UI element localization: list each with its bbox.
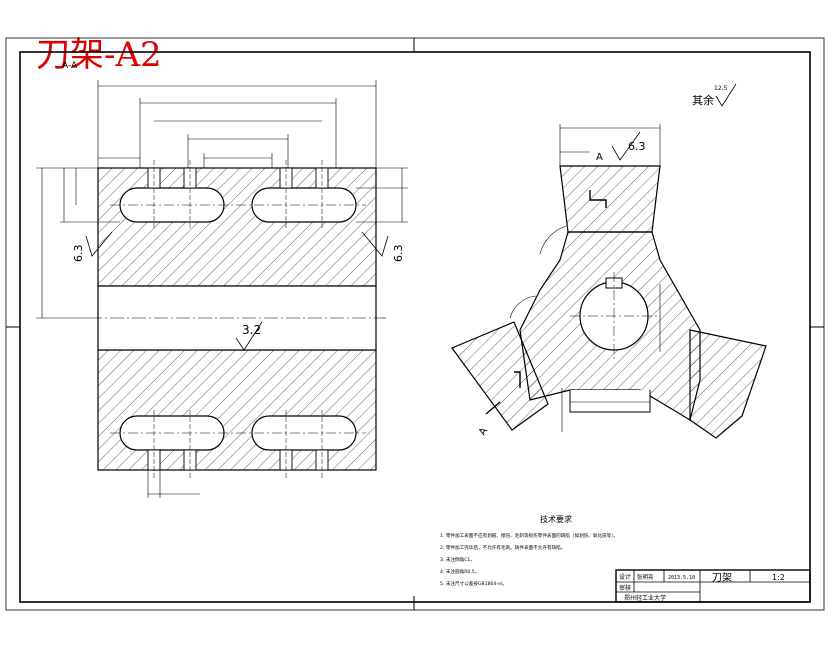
tech-req-item: 4. 未注圆角R0.5。 (440, 568, 479, 575)
section-mark-a-top: A (596, 152, 603, 163)
title-block (615, 569, 811, 603)
tech-req-item: 3. 未注倒角C1。 (440, 556, 475, 563)
drawing-title-overlay: 刀架-A2 (36, 35, 162, 75)
left-section-view: 6.3 6.3 3.2 (36, 80, 408, 498)
tech-req-list: 1. 零件加工表面不应有划痕、擦伤、毛刺等损伤零件表面的缺陷（如划伤、氧化皮等）… (440, 532, 618, 587)
roughness-left: 6.3 (72, 245, 85, 263)
roughness-bore: 3.2 (242, 323, 261, 337)
surface-other-value: 12.5 (714, 85, 728, 92)
roughness-right: 6.3 (392, 245, 405, 263)
right-tri-view: A A 6.3 (451, 124, 767, 439)
title-part-name: 刀架 (712, 572, 732, 584)
title-designer-name: 张明亮 (637, 573, 654, 581)
section-mark-a-bottom: A (477, 426, 490, 438)
title-designer-label: 设计 (619, 573, 631, 581)
outer-frame (5, 37, 825, 611)
tech-req-heading: 技术要求 (540, 514, 572, 524)
title-checker-label: 审核 (619, 584, 631, 592)
section-label: A-A (62, 61, 78, 71)
title-scale: 1:2 (772, 573, 785, 582)
tech-req-item: 5. 未注尺寸公差按GB1804-m。 (440, 580, 507, 587)
tech-req-item: 2. 零件加工完毕后，不允许有毛刺。铸件表面不允许有缺陷。 (440, 544, 565, 551)
tech-req-item: 1. 零件加工表面不应有划痕、擦伤、毛刺等损伤零件表面的缺陷（如划伤、氧化皮等）… (440, 532, 618, 539)
surface-other-label: 其余 (692, 93, 714, 107)
title-date: 2013.5.10 (668, 575, 695, 581)
roughness-top-right: 6.3 (628, 140, 646, 153)
title-school: 郑州轻工业大学 (624, 594, 666, 602)
